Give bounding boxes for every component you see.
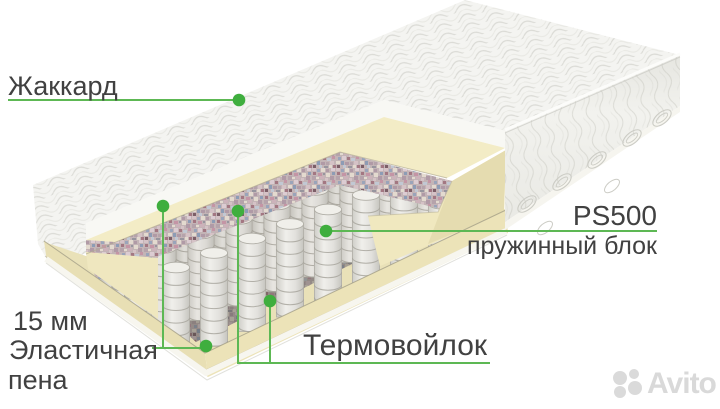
fabric-top-face [33,0,680,223]
side-stamps [517,109,672,236]
ps500-dot [319,224,333,238]
foam-top-layer [86,117,505,254]
avito-logo-icon [613,369,642,398]
bottom-piping [44,228,508,376]
base-top-seam [43,209,507,354]
left-cut-wall [86,252,158,319]
thermo-dot2 [263,294,277,308]
side-top-shadow [504,56,681,134]
right-side-shade [505,55,680,222]
right-cut-wall-dark [428,150,506,244]
jacquard-dot [232,93,246,107]
avito-watermark: Avito [608,366,720,402]
foam-name-label2: пена [8,365,68,395]
foam-bottom-dot [199,339,213,353]
jacquard-label: Жаккард [8,71,118,101]
thermofelt-label: Термовойлок [303,329,488,362]
spring-model-label: PS500 [572,200,657,231]
foam-thickness-label: 15 мм [13,306,88,336]
foam-top-dot [156,199,170,213]
bottom-outline [45,234,508,381]
thermo-dot1 [231,204,245,218]
spring-block-label: пружинный блок [466,232,657,260]
leader-lines [8,93,657,364]
fabric-lip-highlight [504,52,681,132]
avito-watermark-text: Avito [647,367,717,400]
foam-speckle-seam [85,151,448,255]
wall-seam [367,180,453,217]
foam-name-label: Эластичная [9,335,158,365]
mattress-3d [33,0,681,381]
